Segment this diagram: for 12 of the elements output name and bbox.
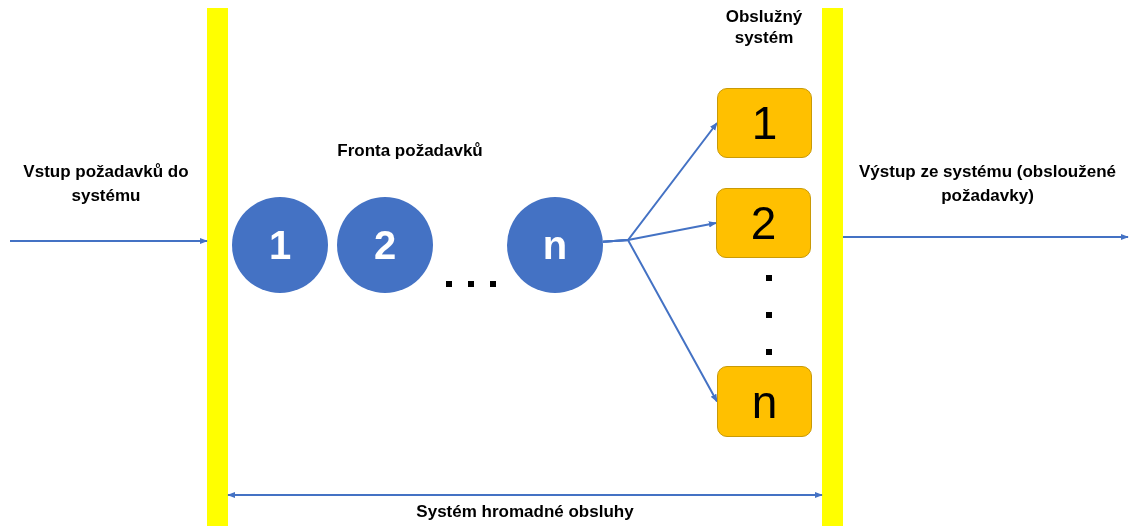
caption-text: Fronta požadavků xyxy=(336,140,484,162)
boundary-bar xyxy=(822,8,843,526)
server-box: n xyxy=(717,366,812,437)
arrow xyxy=(9,237,208,245)
arrow xyxy=(842,233,1129,241)
caption-text: Obslužný systém xyxy=(724,6,804,48)
arrow xyxy=(227,491,823,499)
server-box: 2 xyxy=(716,188,811,258)
caption-text: Vstup požadavků do systému xyxy=(22,161,190,207)
caption-text: Výstup ze systému (obsloužené požadavky) xyxy=(858,161,1117,207)
server-box: 1 xyxy=(717,88,812,158)
boundary-bar xyxy=(207,8,228,526)
